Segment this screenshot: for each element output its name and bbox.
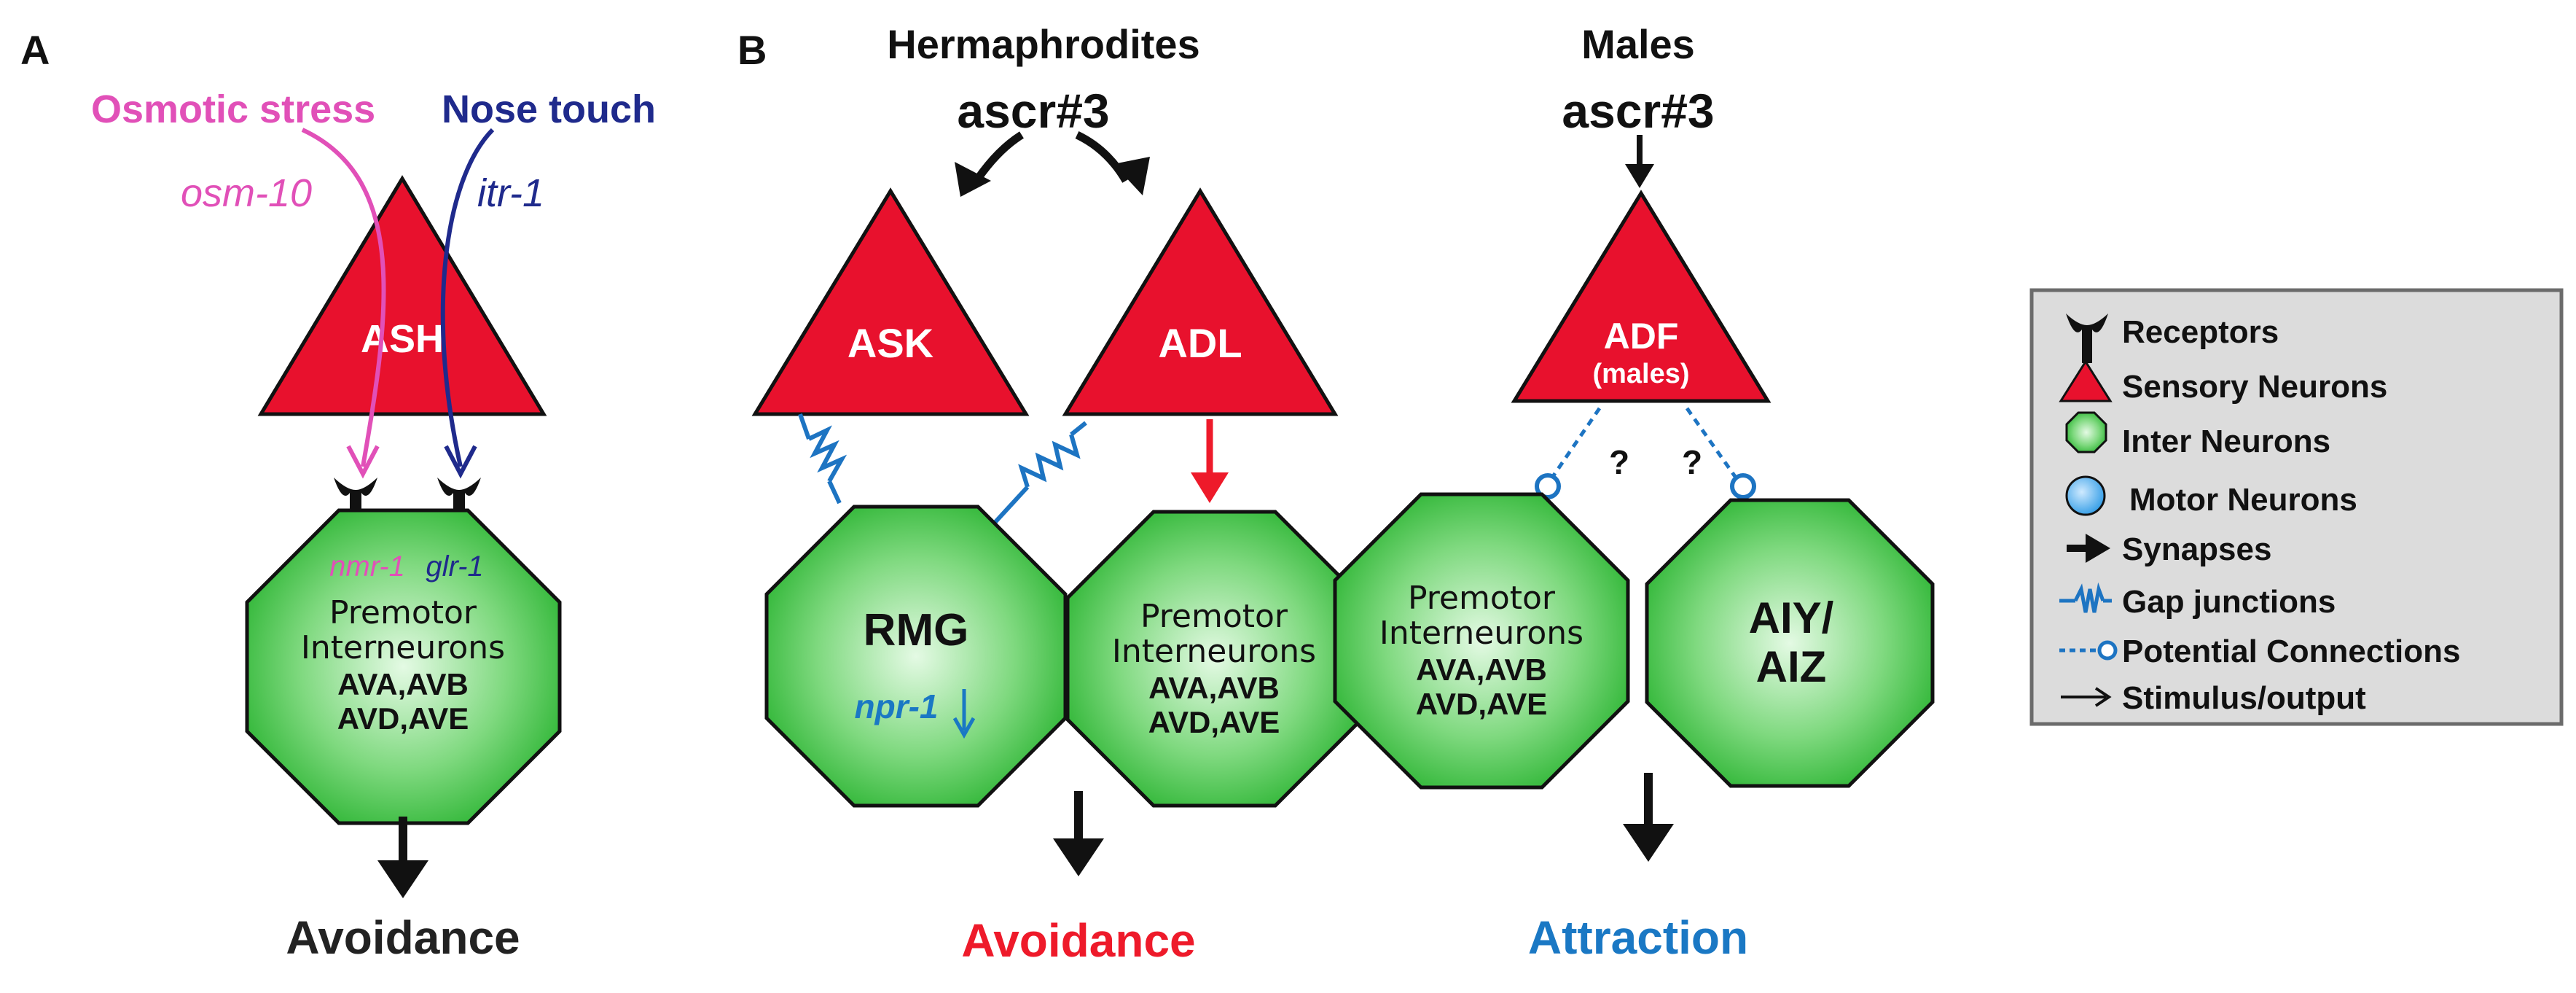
legend-stimulus: Stimulus/output	[2122, 680, 2366, 716]
npr-label: npr-1	[855, 688, 939, 725]
glr-label: glr-1	[426, 550, 483, 583]
panel-a-label: A	[20, 27, 50, 73]
aiy-aiz-interneurons	[1645, 498, 1935, 788]
adl-rmg-gap-junction	[992, 421, 1087, 526]
male-cue: ascr#3	[1562, 84, 1714, 138]
legend-sensory-icon	[2059, 359, 2113, 402]
panel-a-output-label: Avoidance	[286, 911, 520, 964]
legend-sensory: Sensory Neurons	[2122, 369, 2387, 405]
herm-arrowhead-adl	[1113, 157, 1150, 195]
adl-sensory-neuron	[1062, 187, 1339, 416]
question-right: ?	[1682, 443, 1702, 481]
legend-stimulus-arrowhead	[2094, 687, 2112, 707]
gene-osm-label: osm-10	[181, 171, 312, 215]
herm-inter-line3: AVA,AVB	[1148, 671, 1280, 705]
herm-output-arrowhead	[1053, 838, 1104, 876]
nose-arrowhead	[444, 445, 477, 479]
nmr-receptor-icon	[334, 478, 377, 529]
ask-rmg-gap-junction	[798, 413, 847, 505]
adf-sensory-neuron	[1511, 190, 1772, 403]
panel-a-inter-line1: Premotor	[329, 594, 477, 631]
legend-inter: Inter Neurons	[2122, 424, 2330, 459]
herm-inter-line1: Premotor	[1140, 598, 1288, 635]
legend-gap-icon	[2059, 582, 2112, 613]
male-inter-line1: Premotor	[1408, 580, 1556, 617]
nmr-label: nmr-1	[329, 550, 405, 583]
ask-label: ASK	[847, 320, 933, 366]
aiy-line2: AIZ	[1756, 642, 1827, 691]
male-cue-arrowhead	[1625, 164, 1654, 188]
adf-potential-left-terminal	[1535, 473, 1561, 499]
rmg-label: RMG	[864, 605, 969, 655]
ask-sensory-neuron	[751, 187, 1030, 416]
panel-a-inter-line2: Interneurons	[301, 629, 505, 666]
aiy-line1: AIY/	[1749, 593, 1834, 642]
question-left: ?	[1609, 443, 1629, 481]
male-output-arrowhead	[1623, 824, 1674, 862]
npr-down-arrowhead	[952, 717, 976, 739]
stimulus-osmotic-label: Osmotic stress	[91, 87, 375, 131]
ash-label: ASH	[361, 317, 444, 361]
male-inter-line2: Interneurons	[1379, 615, 1583, 652]
osmotic-stimulus-path	[301, 128, 386, 467]
male-inter-line4: AVD,AVE	[1416, 687, 1547, 721]
panel-b-label: B	[737, 27, 767, 73]
herm-arrowhead-ask	[955, 162, 991, 197]
herm-arrow-to-ask	[974, 131, 1024, 182]
legend-receptors: Receptors	[2122, 314, 2279, 350]
stimulus-nose-label: Nose touch	[442, 87, 656, 131]
adf-label: ADF	[1604, 316, 1679, 357]
herm-title: Hermaphrodites	[887, 21, 1199, 67]
glr-receptor-icon	[437, 478, 481, 529]
adf-potential-right-terminal	[1730, 473, 1756, 499]
herm-cue: ascr#3	[957, 84, 1109, 138]
panel-a-inter-line3: AVA,AVB	[337, 667, 469, 701]
legend-inter-icon	[2065, 411, 2107, 453]
herm-arrow-to-adl	[1075, 131, 1130, 183]
panel-a-output-arrowhead	[377, 860, 428, 898]
legend-potential: Potential Connections	[2122, 634, 2460, 669]
herm-inter-line2: Interneurons	[1112, 633, 1316, 670]
herm-inter-line4: AVD,AVE	[1148, 705, 1280, 739]
male-title: Males	[1581, 21, 1695, 67]
herm-premotor-interneurons	[1065, 510, 1363, 808]
legend-potential-terminal	[2097, 640, 2118, 661]
legend-motor-icon	[2065, 475, 2106, 516]
legend-box: Receptors Sensory Neurons Inter Neurons …	[2029, 288, 2564, 726]
legend-gap: Gap junctions	[2122, 584, 2336, 620]
male-inter-line3: AVA,AVB	[1416, 653, 1547, 687]
adl-label: ADL	[1158, 320, 1242, 366]
adf-sub-label: (males)	[1592, 359, 1689, 389]
male-premotor-interneurons	[1333, 492, 1630, 790]
ash-sensory-neuron	[257, 175, 547, 416]
herm-output-label: Avoidance	[961, 914, 1195, 967]
panel-a-premotor-interneurons	[245, 508, 562, 825]
legend-synapse-arrowhead	[2086, 534, 2110, 563]
osmotic-arrowhead	[346, 445, 380, 479]
adl-synapse-arrowhead	[1191, 472, 1229, 503]
male-output-label: Attraction	[1528, 911, 1748, 964]
adf-potential-left	[1550, 407, 1602, 479]
rmg-interneuron	[764, 505, 1068, 808]
legend-synapses: Synapses	[2122, 531, 2271, 567]
panel-a-inter-line4: AVD,AVE	[337, 701, 469, 736]
gene-itr-label: itr-1	[477, 171, 544, 215]
legend-motor: Motor Neurons	[2129, 482, 2357, 518]
adf-potential-right	[1685, 407, 1738, 479]
nose-stimulus-path	[440, 128, 495, 467]
legend-receptor-icon	[2066, 314, 2108, 363]
